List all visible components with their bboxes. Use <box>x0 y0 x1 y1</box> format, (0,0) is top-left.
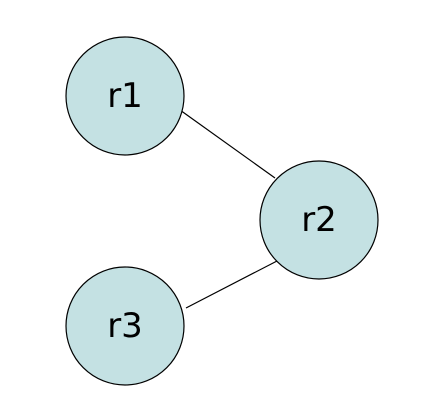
node-r3-label: r3 <box>107 306 143 346</box>
node-r2-label: r2 <box>301 200 337 240</box>
node-r2-circle <box>259 160 379 280</box>
node-r1: r1 <box>65 36 185 156</box>
node-r3-circle <box>65 266 185 386</box>
nodes: r1 r2 r3 <box>65 36 379 386</box>
node-r1-circle <box>65 36 185 156</box>
node-r3: r3 <box>65 266 185 386</box>
edge-r3-r2 <box>185 260 278 309</box>
node-r2: r2 <box>259 160 379 280</box>
edge-r1-r2 <box>179 109 276 179</box>
node-r1-label: r1 <box>107 76 143 116</box>
edges <box>179 109 278 309</box>
